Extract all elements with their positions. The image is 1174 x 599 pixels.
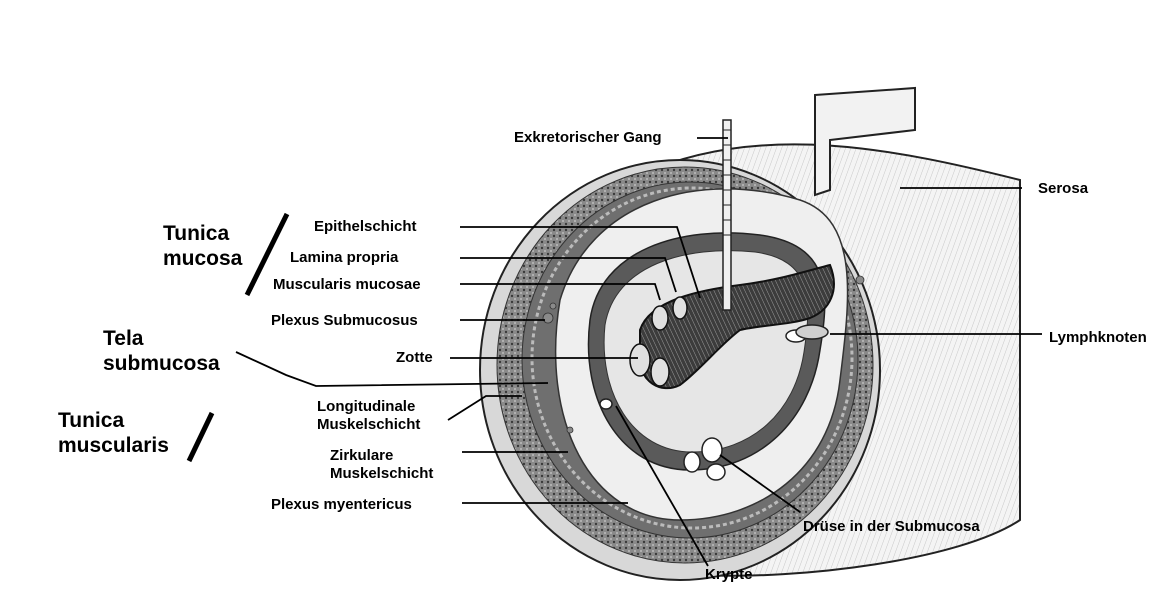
lymph-node bbox=[796, 325, 828, 339]
label-serosa: Serosa bbox=[1038, 180, 1088, 198]
group-label-tela-submucosa: Tela submucosa bbox=[103, 326, 220, 376]
label-krypte: Krypte bbox=[705, 566, 753, 584]
label-zirkulare-muskelschicht: Zirkulare Muskelschicht bbox=[330, 447, 433, 483]
label-druese-in-der-submucosa: Drüse in der Submucosa bbox=[803, 518, 980, 536]
label-lamina-propria: Lamina propria bbox=[290, 249, 398, 267]
label-lymphknoten: Lymphknoten bbox=[1049, 329, 1147, 347]
label-plexus-submucosus: Plexus Submucosus bbox=[271, 312, 418, 330]
excretory-duct bbox=[723, 120, 731, 310]
label-muscularis-mucosae: Muscularis mucosae bbox=[273, 276, 421, 294]
label-exkretorischer-gang: Exkretorischer Gang bbox=[514, 129, 662, 147]
group-label-tunica-muscularis: Tunica muscularis bbox=[58, 408, 169, 458]
divider-tunica-muscularis bbox=[189, 413, 212, 461]
label-longitudinale-muskelschicht: Longitudinale Muskelschicht bbox=[317, 398, 420, 434]
label-plexus-myentericus: Plexus myentericus bbox=[271, 496, 412, 514]
label-epithelschicht: Epithelschicht bbox=[314, 218, 417, 236]
group-label-tunica-mucosa: Tunica mucosa bbox=[163, 221, 242, 271]
label-zotte: Zotte bbox=[396, 349, 433, 367]
